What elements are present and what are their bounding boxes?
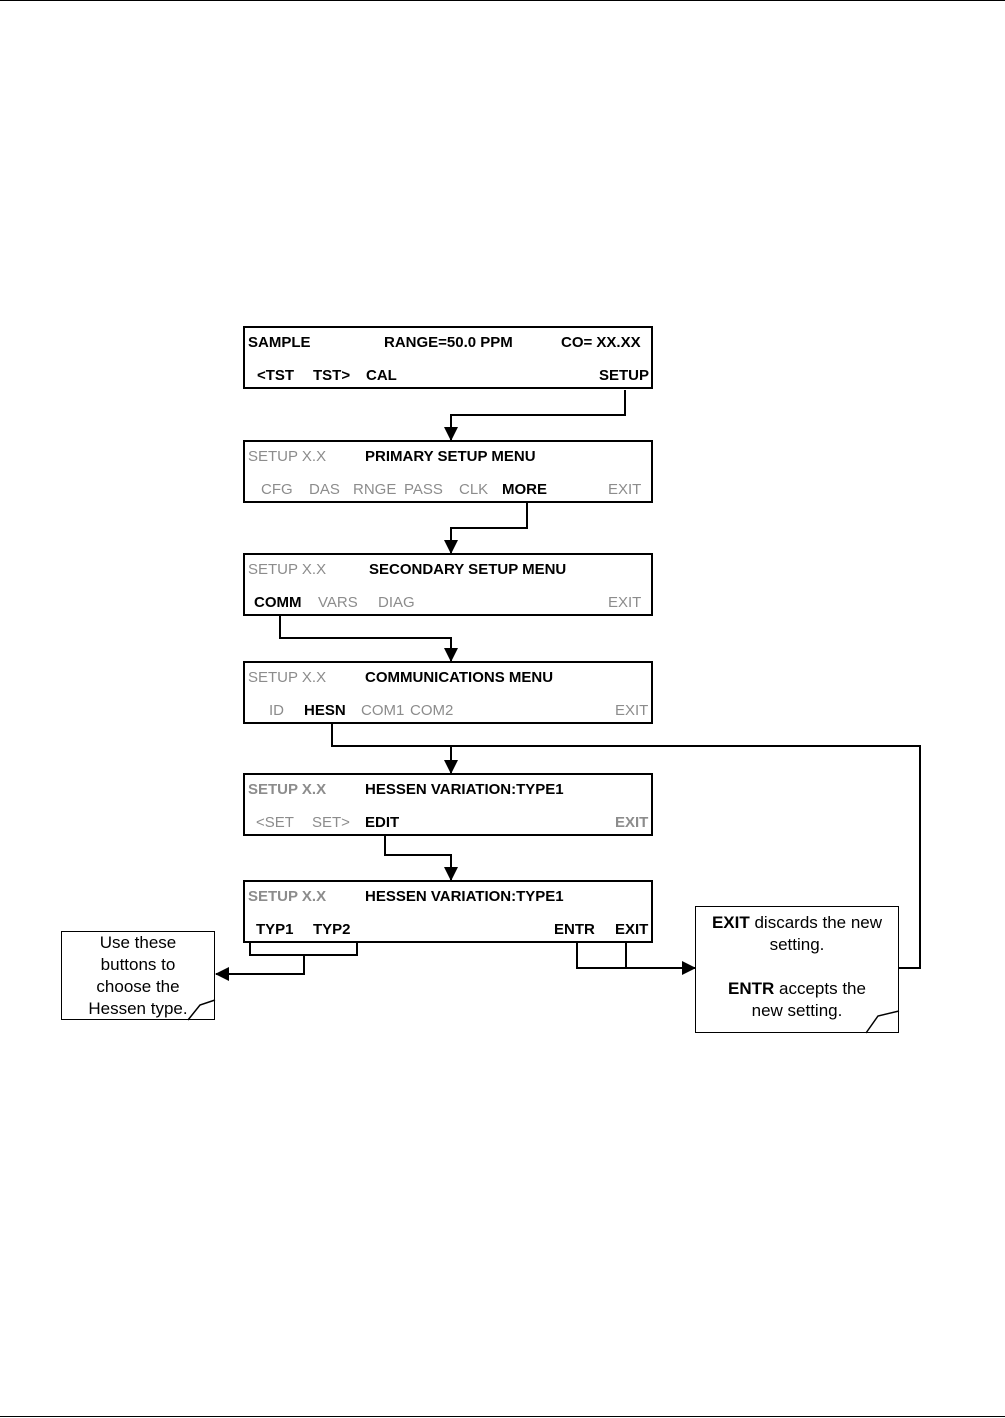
panel-status: SETUP X.X — [248, 448, 327, 465]
hesn-button[interactable]: HESN — [304, 702, 346, 719]
callout-exit-entr: EXIT discards the new setting. ENTR acce… — [695, 906, 900, 1034]
typ2-button[interactable]: TYP2 — [313, 921, 351, 938]
panel-title: COMMUNICATIONS MENU — [365, 669, 554, 686]
panel-title: RANGE=50.0 PPM — [384, 334, 513, 351]
pass-button[interactable]: PASS — [404, 481, 443, 498]
comm-button[interactable]: COMM — [254, 594, 302, 611]
set-next-button[interactable]: SET> — [312, 814, 350, 831]
exit-button[interactable]: EXIT — [615, 702, 649, 719]
tst-next-button[interactable]: TST> — [313, 367, 351, 384]
page-bottom-rule — [0, 1416, 1005, 1417]
callout-fold-corner — [865, 1010, 900, 1034]
panel-secondary-setup: SETUP X.X SECONDARY SETUP MENU COMM VARS… — [243, 553, 653, 616]
connector-edit-to-hessen-edit — [384, 836, 458, 881]
panel-status: SETUP X.X — [248, 669, 327, 686]
set-prev-button[interactable]: <SET — [256, 814, 294, 831]
exit-button[interactable]: EXIT — [608, 481, 642, 498]
callout-entr-line: ENTR accepts the — [696, 978, 898, 1000]
panel-primary-setup: SETUP X.X PRIMARY SETUP MENU CFG DAS RNG… — [243, 440, 653, 503]
exit-key-label: EXIT — [711, 913, 750, 932]
panel-title: HESSEN VARIATION:TYPE1 — [365, 781, 564, 798]
com2-button[interactable]: COM2 — [410, 702, 454, 719]
panel-title: PRIMARY SETUP MENU — [365, 448, 536, 465]
page-top-rule — [0, 0, 1005, 1]
connector-entr-exit-bracket — [576, 940, 627, 969]
diag-button[interactable]: DIAG — [378, 594, 415, 611]
exit-button[interactable]: EXIT — [615, 814, 649, 831]
connector-hesn-to-hessen — [331, 724, 458, 774]
panel-status: SAMPLE — [248, 334, 311, 351]
panel-status: SETUP X.X — [248, 781, 327, 798]
connector-comm-to-communications — [279, 616, 458, 662]
com1-button[interactable]: COM1 — [361, 702, 405, 719]
das-button[interactable]: DAS — [309, 481, 340, 498]
more-button[interactable]: MORE — [502, 481, 547, 498]
tst-prev-button[interactable]: <TST — [257, 367, 295, 384]
typ1-button[interactable]: TYP1 — [256, 921, 294, 938]
exit-button[interactable]: EXIT — [608, 594, 642, 611]
callout-exit-line2: setting. — [769, 935, 825, 954]
panel-status: SETUP X.X — [248, 888, 327, 905]
callout-line: Hessen type. — [88, 999, 188, 1018]
connector-hesn-to-exit-callout — [451, 745, 921, 969]
callout-line: buttons to — [100, 955, 176, 974]
setup-button[interactable]: SETUP — [599, 367, 650, 384]
panel-hessen-variation: SETUP X.X HESSEN VARIATION:TYPE1 <SET SE… — [243, 773, 653, 836]
entr-button[interactable]: ENTR — [554, 921, 595, 938]
panel-title: HESSEN VARIATION:TYPE1 — [365, 888, 564, 905]
panel-title: SECONDARY SETUP MENU — [369, 561, 567, 578]
callout-hessen-type: Use these buttons to choose the Hessen t… — [61, 931, 216, 1021]
callout-fold-corner — [187, 999, 216, 1021]
entr-description: accepts the — [774, 979, 866, 998]
vars-button[interactable]: VARS — [318, 594, 358, 611]
edit-button[interactable]: EDIT — [365, 814, 400, 831]
callout-exit-line: EXIT discards the new — [696, 912, 898, 934]
exit-description: discards the new — [749, 913, 883, 932]
panel-sample: SAMPLE RANGE=50.0 PPM CO= XX.XX <TST TST… — [243, 326, 653, 389]
connector-more-to-secondary — [444, 503, 528, 554]
clk-button[interactable]: CLK — [459, 481, 489, 498]
panel-status: SETUP X.X — [248, 561, 327, 578]
panel-communications: SETUP X.X COMMUNICATIONS MENU ID HESN CO… — [243, 661, 653, 724]
id-button[interactable]: ID — [269, 702, 284, 719]
panel-hessen-edit: SETUP X.X HESSEN VARIATION:TYPE1 TYP1 TY… — [243, 880, 653, 943]
exit-button[interactable]: EXIT — [615, 921, 649, 938]
connector-setup-to-primary — [444, 390, 626, 441]
entr-key-label: ENTR — [728, 979, 775, 998]
callout-entr-line2: new setting. — [751, 1001, 843, 1020]
connector-typ-to-callout — [215, 955, 305, 981]
cal-button[interactable]: CAL — [366, 367, 397, 384]
callout-line: choose the — [96, 977, 180, 996]
panel-reading: CO= XX.XX — [561, 334, 641, 351]
rnge-button[interactable]: RNGE — [353, 481, 397, 498]
cfg-button[interactable]: CFG — [261, 481, 293, 498]
callout-line: Use these — [99, 933, 177, 952]
